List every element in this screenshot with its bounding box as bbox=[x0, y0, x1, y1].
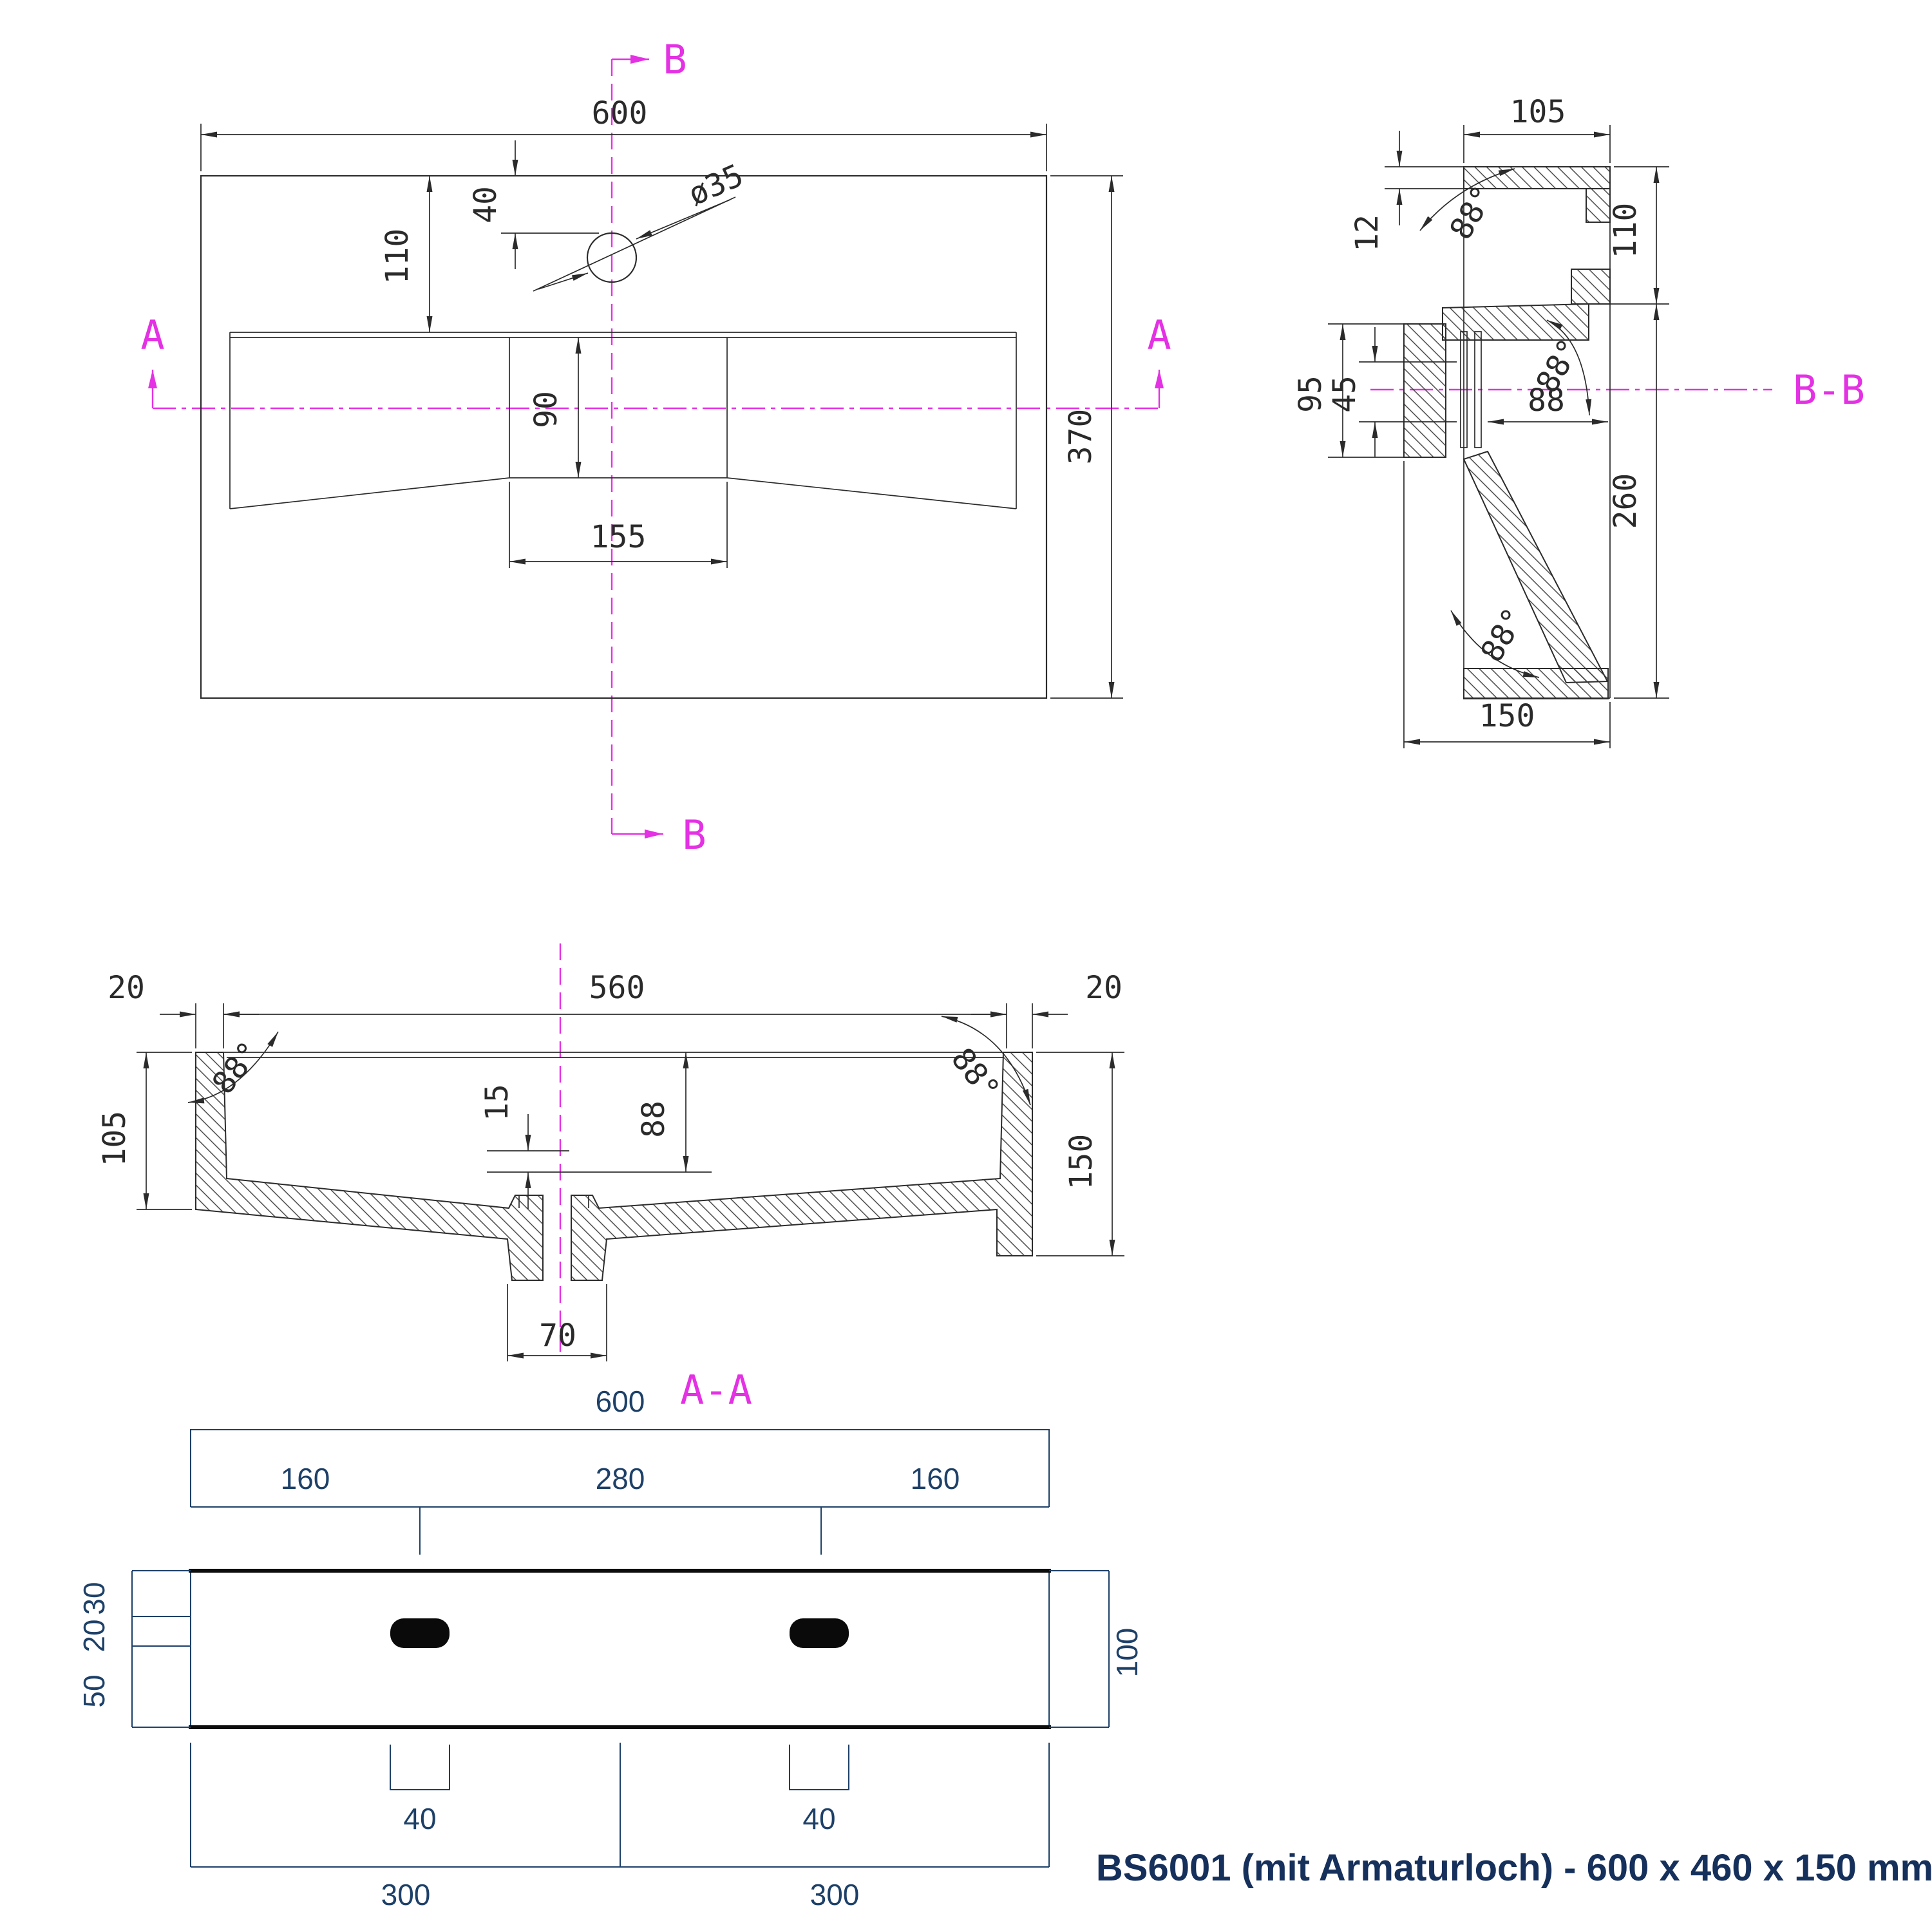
dim-plan-90: 90 bbox=[528, 391, 564, 428]
dim-bot-100: 100 bbox=[1110, 1628, 1144, 1678]
dim-bot-300l: 300 bbox=[381, 1878, 431, 1911]
bb-left-wall bbox=[1403, 323, 1446, 458]
marker-b-bottom: B bbox=[682, 811, 706, 858]
dim-bb-45: 45 bbox=[1327, 375, 1363, 413]
dim-bot-40r: 40 bbox=[802, 1802, 835, 1835]
dim-bot-160r: 160 bbox=[911, 1462, 960, 1495]
dim-bot-30: 30 bbox=[77, 1582, 111, 1615]
dim-bb-150: 150 bbox=[1479, 698, 1535, 734]
plan-outer-rect bbox=[200, 175, 1048, 699]
section-bb: B-B 105 12 110 260 9 bbox=[1293, 94, 1865, 748]
dim-aa-105: 105 bbox=[97, 1111, 133, 1167]
bb-label: B-B bbox=[1793, 366, 1865, 413]
dim-aa-70: 70 bbox=[539, 1318, 576, 1354]
dim-plan-155: 155 bbox=[591, 519, 647, 555]
mounting-slot-left bbox=[390, 1618, 450, 1648]
plan-view: ø35 600 370 110 40 90 155 B B A A bbox=[140, 36, 1171, 858]
angle-aa-2: 88° bbox=[944, 1041, 1007, 1108]
marker-a-right: A bbox=[1147, 312, 1171, 359]
faucet-hole bbox=[586, 232, 638, 283]
dim-plan-600: 600 bbox=[592, 95, 648, 131]
aa-label: A-A bbox=[680, 1367, 752, 1414]
dim-aa-560: 560 bbox=[589, 970, 645, 1006]
dim-plan-370: 370 bbox=[1063, 409, 1099, 465]
section-aa: 20 560 20 105 150 88 15 70 88° 88° A-A bbox=[97, 943, 1124, 1414]
dim-plan-40: 40 bbox=[468, 186, 504, 223]
dim-aa-88: 88 bbox=[636, 1101, 672, 1138]
dim-bb-110: 110 bbox=[1607, 203, 1643, 259]
dim-bot-160l: 160 bbox=[281, 1462, 330, 1495]
dim-aa-150: 150 bbox=[1063, 1134, 1099, 1190]
marker-b-top: B bbox=[663, 36, 687, 83]
dim-plan-110: 110 bbox=[379, 229, 415, 285]
mounting-slot-right bbox=[790, 1618, 849, 1648]
dim-aa-20l: 20 bbox=[108, 970, 145, 1006]
aa-left-body bbox=[195, 1052, 544, 1281]
bottom-view: 600 160 280 160 30 20 50 100 40 40 bbox=[77, 1385, 1144, 1911]
aa-right-body bbox=[571, 1052, 1033, 1281]
dim-aa-20r: 20 bbox=[1085, 970, 1122, 1006]
dim-bb-260: 260 bbox=[1607, 473, 1643, 529]
dim-aa-15: 15 bbox=[479, 1084, 515, 1121]
bottom-body-rect bbox=[190, 1570, 1050, 1728]
marker-a-left: A bbox=[140, 312, 164, 359]
drawing-title: BS6001 (mit Armaturloch) - 600 x 460 x 1… bbox=[1096, 1847, 1932, 1889]
dim-bot-600: 600 bbox=[596, 1385, 645, 1418]
plan-basin-floor-edges bbox=[229, 477, 1017, 509]
dim-bot-300r: 300 bbox=[810, 1878, 860, 1911]
dim-bot-50: 50 bbox=[77, 1674, 111, 1707]
dim-bb-12: 12 bbox=[1349, 214, 1385, 252]
dim-bot-280: 280 bbox=[596, 1462, 645, 1495]
dim-bot-20: 20 bbox=[77, 1619, 111, 1652]
bb-top-slab bbox=[1463, 166, 1611, 189]
bb-rim-band bbox=[1442, 303, 1589, 341]
bb-bottom-slab bbox=[1463, 668, 1609, 699]
dim-bb-105: 105 bbox=[1510, 94, 1566, 130]
angle-bb-3: 88° bbox=[1473, 601, 1533, 668]
dim-bot-40l: 40 bbox=[403, 1802, 436, 1835]
dim-hole-dia: ø35 bbox=[683, 157, 749, 213]
dim-bb-95: 95 bbox=[1293, 375, 1329, 413]
